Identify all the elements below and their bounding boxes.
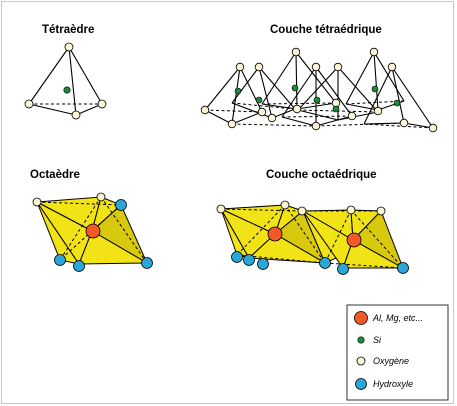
oxygen-atom <box>227 119 237 129</box>
hydroxyl-group <box>115 199 127 211</box>
oxygen-atom <box>97 99 107 109</box>
oxygen-atom <box>369 47 379 57</box>
oxygen-atom <box>346 205 356 215</box>
oxygen-atom <box>311 62 321 72</box>
silicon-atom <box>234 87 242 95</box>
silicon-atom <box>63 86 71 94</box>
hydroxyl-group <box>231 251 243 263</box>
oxygen-atom <box>333 62 343 72</box>
silicon-atom <box>393 99 401 107</box>
oxygen-atom <box>280 200 290 210</box>
hydroxyl-group <box>243 254 255 266</box>
legend: Al, Mg, etc... Si Oxygène Hydroxyle <box>346 304 449 401</box>
oxygen-atom <box>64 42 74 52</box>
hydroxyl-group <box>397 262 409 274</box>
cation-atom <box>85 223 101 239</box>
legend-label-cation: Al, Mg, etc... <box>372 313 423 323</box>
hydroxyl-group <box>141 257 153 269</box>
legend-silicon-icon <box>357 336 365 344</box>
oxygen-atom <box>96 192 106 202</box>
oxygen-atom <box>373 106 383 116</box>
title-couche-octaedrique: Couche octaédrique <box>266 169 377 181</box>
legend-oxygen-icon <box>356 356 366 366</box>
oxygen-atom <box>32 197 42 207</box>
octahedron-single <box>32 192 153 272</box>
oxygen-atom <box>347 111 357 121</box>
oxygen-atom <box>24 99 34 109</box>
hydroxyl-group <box>73 260 85 272</box>
silicon-atom <box>371 85 379 93</box>
tetrahedron-single <box>24 42 107 120</box>
oxygen-atom <box>267 113 277 123</box>
oxygen-atom <box>257 107 267 117</box>
oxygen-atom <box>331 98 341 108</box>
oxygen-atom <box>216 204 226 214</box>
legend-label-hydroxyl: Hydroxyle <box>373 379 413 389</box>
silicon-atom <box>255 96 263 104</box>
oxygen-atom <box>376 206 386 216</box>
tetrahedral-layer <box>200 47 438 133</box>
cation-atom <box>267 226 283 242</box>
oxygen-atom <box>311 121 321 131</box>
oxygen-atom <box>297 206 307 216</box>
title-couche-tetraedrique: Couche tétraédrique <box>270 24 382 36</box>
legend-hydroxyl-icon <box>355 378 367 390</box>
hydroxyl-group <box>257 258 269 270</box>
hydroxyl-group <box>319 257 331 269</box>
hydroxyl-group <box>337 263 349 275</box>
oxygen-atom <box>291 47 301 57</box>
oxygen-atom <box>428 123 438 133</box>
oxygen-atom <box>200 105 210 115</box>
oxygen-atom <box>292 104 302 114</box>
title-tetraedre: Tétraèdre <box>42 24 94 36</box>
octahedral-layer <box>216 200 409 275</box>
legend-label-silicon: Si <box>373 335 382 345</box>
silicon-atom <box>313 96 321 104</box>
oxygen-atom <box>235 62 245 72</box>
silicon-atom <box>291 84 299 92</box>
oxygen-atom <box>254 62 264 72</box>
oxygen-atom <box>71 110 81 120</box>
legend-label-oxygen: Oxygène <box>373 356 409 366</box>
oxygen-atom <box>387 62 397 72</box>
hydroxyl-group <box>54 254 66 266</box>
legend-cation-icon <box>354 311 368 325</box>
title-octaedre: Octaèdre <box>30 169 80 181</box>
silicon-atom <box>332 105 340 113</box>
cation-atom <box>346 232 362 248</box>
oxygen-atom <box>399 118 409 128</box>
